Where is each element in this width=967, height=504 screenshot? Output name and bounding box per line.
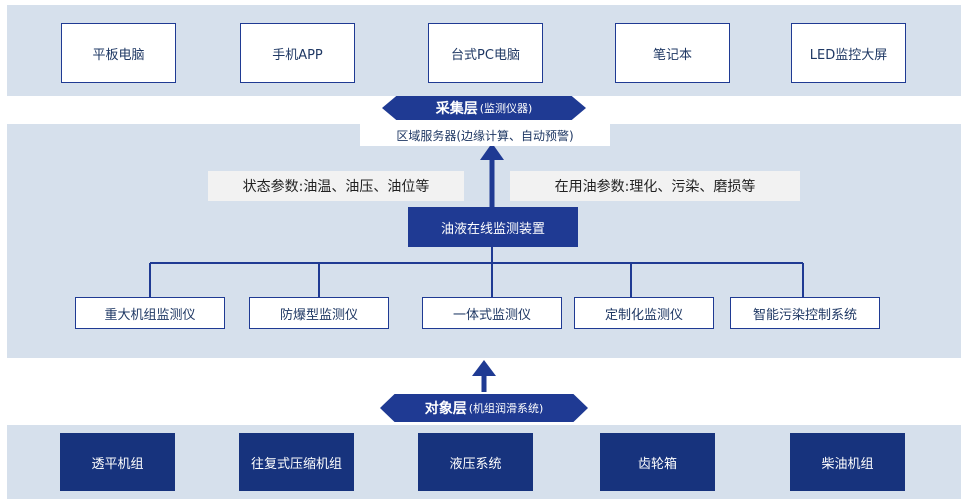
object-diesel-unit: 柴油机组 [790,433,905,491]
instrument-integrated-monitor: 一体式监测仪 [422,297,562,329]
device-box-mobile-app: 手机APP [240,23,355,83]
device-box-desktop-pc: 台式PC电脑 [428,23,543,83]
device-box-led-screen: LED监控大屏 [791,23,906,83]
instrument-major-unit-monitor: 重大机组监测仪 [75,297,225,329]
object-layer-label: 对象层(机组润滑系统) [380,394,588,422]
status-params-box: 状态参数:油温、油压、油位等 [208,171,464,201]
collection-layer-label: 采集层(监测仪器) [382,96,586,120]
instrument-smart-contamination-control: 智能污染控制系统 [730,297,880,329]
object-gearbox: 齿轮箱 [600,433,715,491]
object-turbine-unit: 透平机组 [60,433,175,491]
oil-params-box: 在用油参数:理化、污染、磨损等 [510,171,800,201]
device-box-tablet: 平板电脑 [61,23,176,83]
oil-online-monitor-device: 油液在线监测装置 [408,207,578,247]
instrument-custom-monitor: 定制化监测仪 [574,297,714,329]
object-reciprocating-compressor: 往复式压缩机组 [239,433,354,491]
device-box-laptop: 笔记本 [615,23,730,83]
regional-server-label: 区域服务器(边缘计算、自动预警) [360,124,610,146]
instrument-explosion-proof-monitor: 防爆型监测仪 [249,297,389,329]
object-hydraulic-system: 液压系统 [418,433,533,491]
